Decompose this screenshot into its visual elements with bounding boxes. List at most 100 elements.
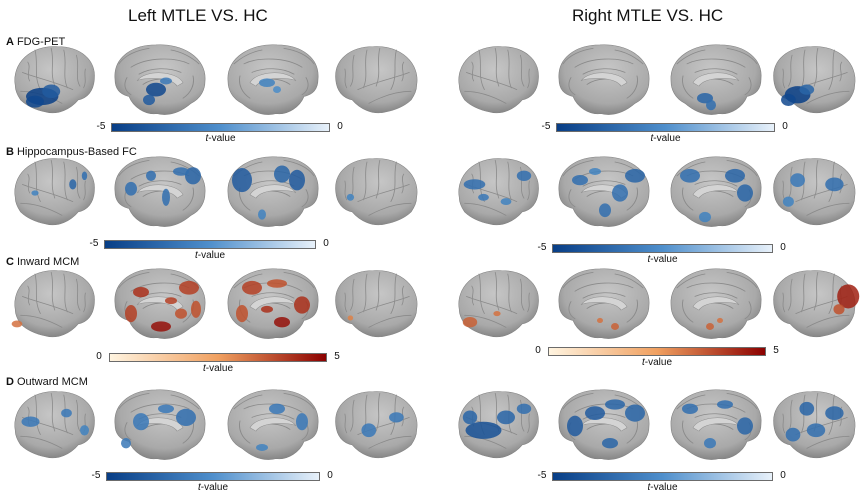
brain-render-left-mtle-c-lat-left	[11, 270, 95, 338]
colorbar-right-c-label: t-value	[641, 357, 673, 368]
activation-cluster	[500, 198, 512, 206]
brain-render-right-mtle-d-lat-left	[458, 391, 539, 459]
activation-cluster	[825, 406, 844, 420]
activation-cluster	[175, 308, 187, 319]
activation-cluster	[781, 93, 796, 106]
activation-cluster	[133, 413, 149, 431]
gyri-texture	[676, 159, 758, 211]
colorbar-left-d	[106, 472, 320, 481]
colorbar-left-b-max: 0	[323, 238, 329, 249]
activation-cluster	[42, 84, 61, 99]
cortex-surface	[670, 44, 762, 115]
colorbar-left-a-label: t-value	[205, 133, 236, 144]
gyri-texture	[233, 47, 315, 99]
activation-cluster	[158, 404, 174, 414]
activation-cluster	[806, 423, 826, 438]
activation-cluster	[704, 438, 716, 449]
activation-cluster	[259, 78, 275, 88]
brain-render-right-mtle-c-lat-right	[773, 270, 860, 338]
gyri-texture	[233, 392, 315, 444]
activation-cluster	[463, 179, 486, 190]
activation-cluster	[69, 179, 77, 190]
brain-render-left-mtle-b-lat-right	[335, 158, 418, 226]
colorbar-left-c	[109, 353, 327, 362]
brain-render-left-mtle-d-med-left	[114, 389, 206, 460]
gyri-texture	[676, 392, 758, 444]
colorbar-right-d-max: 0	[780, 470, 786, 481]
colorbar-right-a	[556, 123, 775, 132]
colorbar-right-d-label: t-value	[647, 482, 678, 493]
activation-cluster	[191, 300, 201, 318]
activation-cluster	[133, 286, 149, 298]
activation-cluster	[61, 408, 72, 418]
brain-render-right-mtle-a-lat-left	[458, 46, 539, 114]
activation-cluster	[21, 416, 40, 427]
brain-render-left-mtle-a-med-left	[114, 44, 206, 115]
panel-name-c: Inward MCM	[16, 256, 80, 268]
activation-cluster	[261, 305, 273, 313]
cortex-surface	[773, 270, 856, 338]
cortex-surface	[558, 268, 650, 339]
cortex-surface	[458, 158, 539, 226]
activation-cluster	[725, 168, 745, 183]
cortex-surface	[335, 46, 418, 114]
activation-cluster	[497, 410, 515, 425]
cortex-surface	[458, 46, 539, 114]
brain-render-right-mtle-b-lat-left	[458, 158, 539, 226]
activation-cluster	[706, 99, 716, 111]
activation-cluster	[682, 403, 698, 414]
activation-cluster	[516, 403, 532, 414]
activation-cluster	[478, 193, 489, 201]
activation-cluster	[179, 280, 199, 295]
activation-cluster	[26, 95, 44, 108]
activation-cluster	[361, 423, 377, 438]
activation-cluster	[347, 315, 354, 321]
activation-cluster	[462, 410, 478, 425]
activation-cluster	[146, 170, 156, 181]
colorbar-left-d-label: t-value	[197, 482, 229, 493]
activation-cluster	[680, 168, 700, 183]
gyri-texture	[676, 271, 758, 323]
activation-cluster	[143, 94, 155, 106]
activation-cluster	[612, 184, 628, 202]
colorbar-right-c-max: 5	[773, 345, 779, 356]
colorbar-right-b-min: -5	[537, 242, 547, 253]
gyri-texture	[464, 47, 530, 104]
cortex-surface	[227, 44, 319, 115]
activation-cluster	[151, 321, 171, 332]
cortex-surface	[227, 389, 319, 460]
activation-cluster	[236, 305, 248, 323]
activation-cluster	[162, 188, 170, 206]
cortex-surface	[670, 268, 762, 339]
brain-render-left-mtle-c-med-right	[227, 268, 319, 339]
brain-render-right-mtle-b-med-right	[670, 156, 762, 227]
brain-render-right-mtle-b-lat-right	[773, 158, 856, 226]
colorbar-right-a-max: 0	[782, 121, 788, 132]
cortex-surface	[14, 158, 95, 226]
brain-render-left-mtle-b-med-left	[114, 156, 206, 227]
activation-cluster	[516, 170, 532, 181]
cortex-surface	[558, 44, 650, 115]
brain-render-left-mtle-a-lat-left	[14, 46, 95, 114]
brain-render-left-mtle-d-med-right	[227, 389, 319, 460]
colorbar-left-d-max: 0	[327, 470, 333, 481]
colorbar-left-c-max: 5	[334, 351, 340, 362]
colorbar-right-b-label: t-value	[647, 254, 678, 265]
panel-letter-a: A	[6, 36, 14, 48]
cortex-surface	[14, 391, 95, 459]
activation-cluster	[493, 311, 501, 317]
colorbar-right-d-min: -5	[537, 470, 547, 481]
colorbar-right-b-max: 0	[780, 242, 786, 253]
gyri-texture	[344, 47, 412, 104]
gyri-texture	[562, 271, 644, 323]
activation-cluster	[258, 209, 266, 220]
brain-render-right-mtle-a-med-left	[558, 44, 650, 115]
activation-cluster	[837, 284, 860, 309]
colorbar-left-a-max: 0	[337, 121, 343, 132]
panel-name-b: Hippocampus-Based FC	[16, 146, 137, 158]
activation-cluster	[737, 184, 753, 202]
gyri-texture	[562, 159, 644, 211]
